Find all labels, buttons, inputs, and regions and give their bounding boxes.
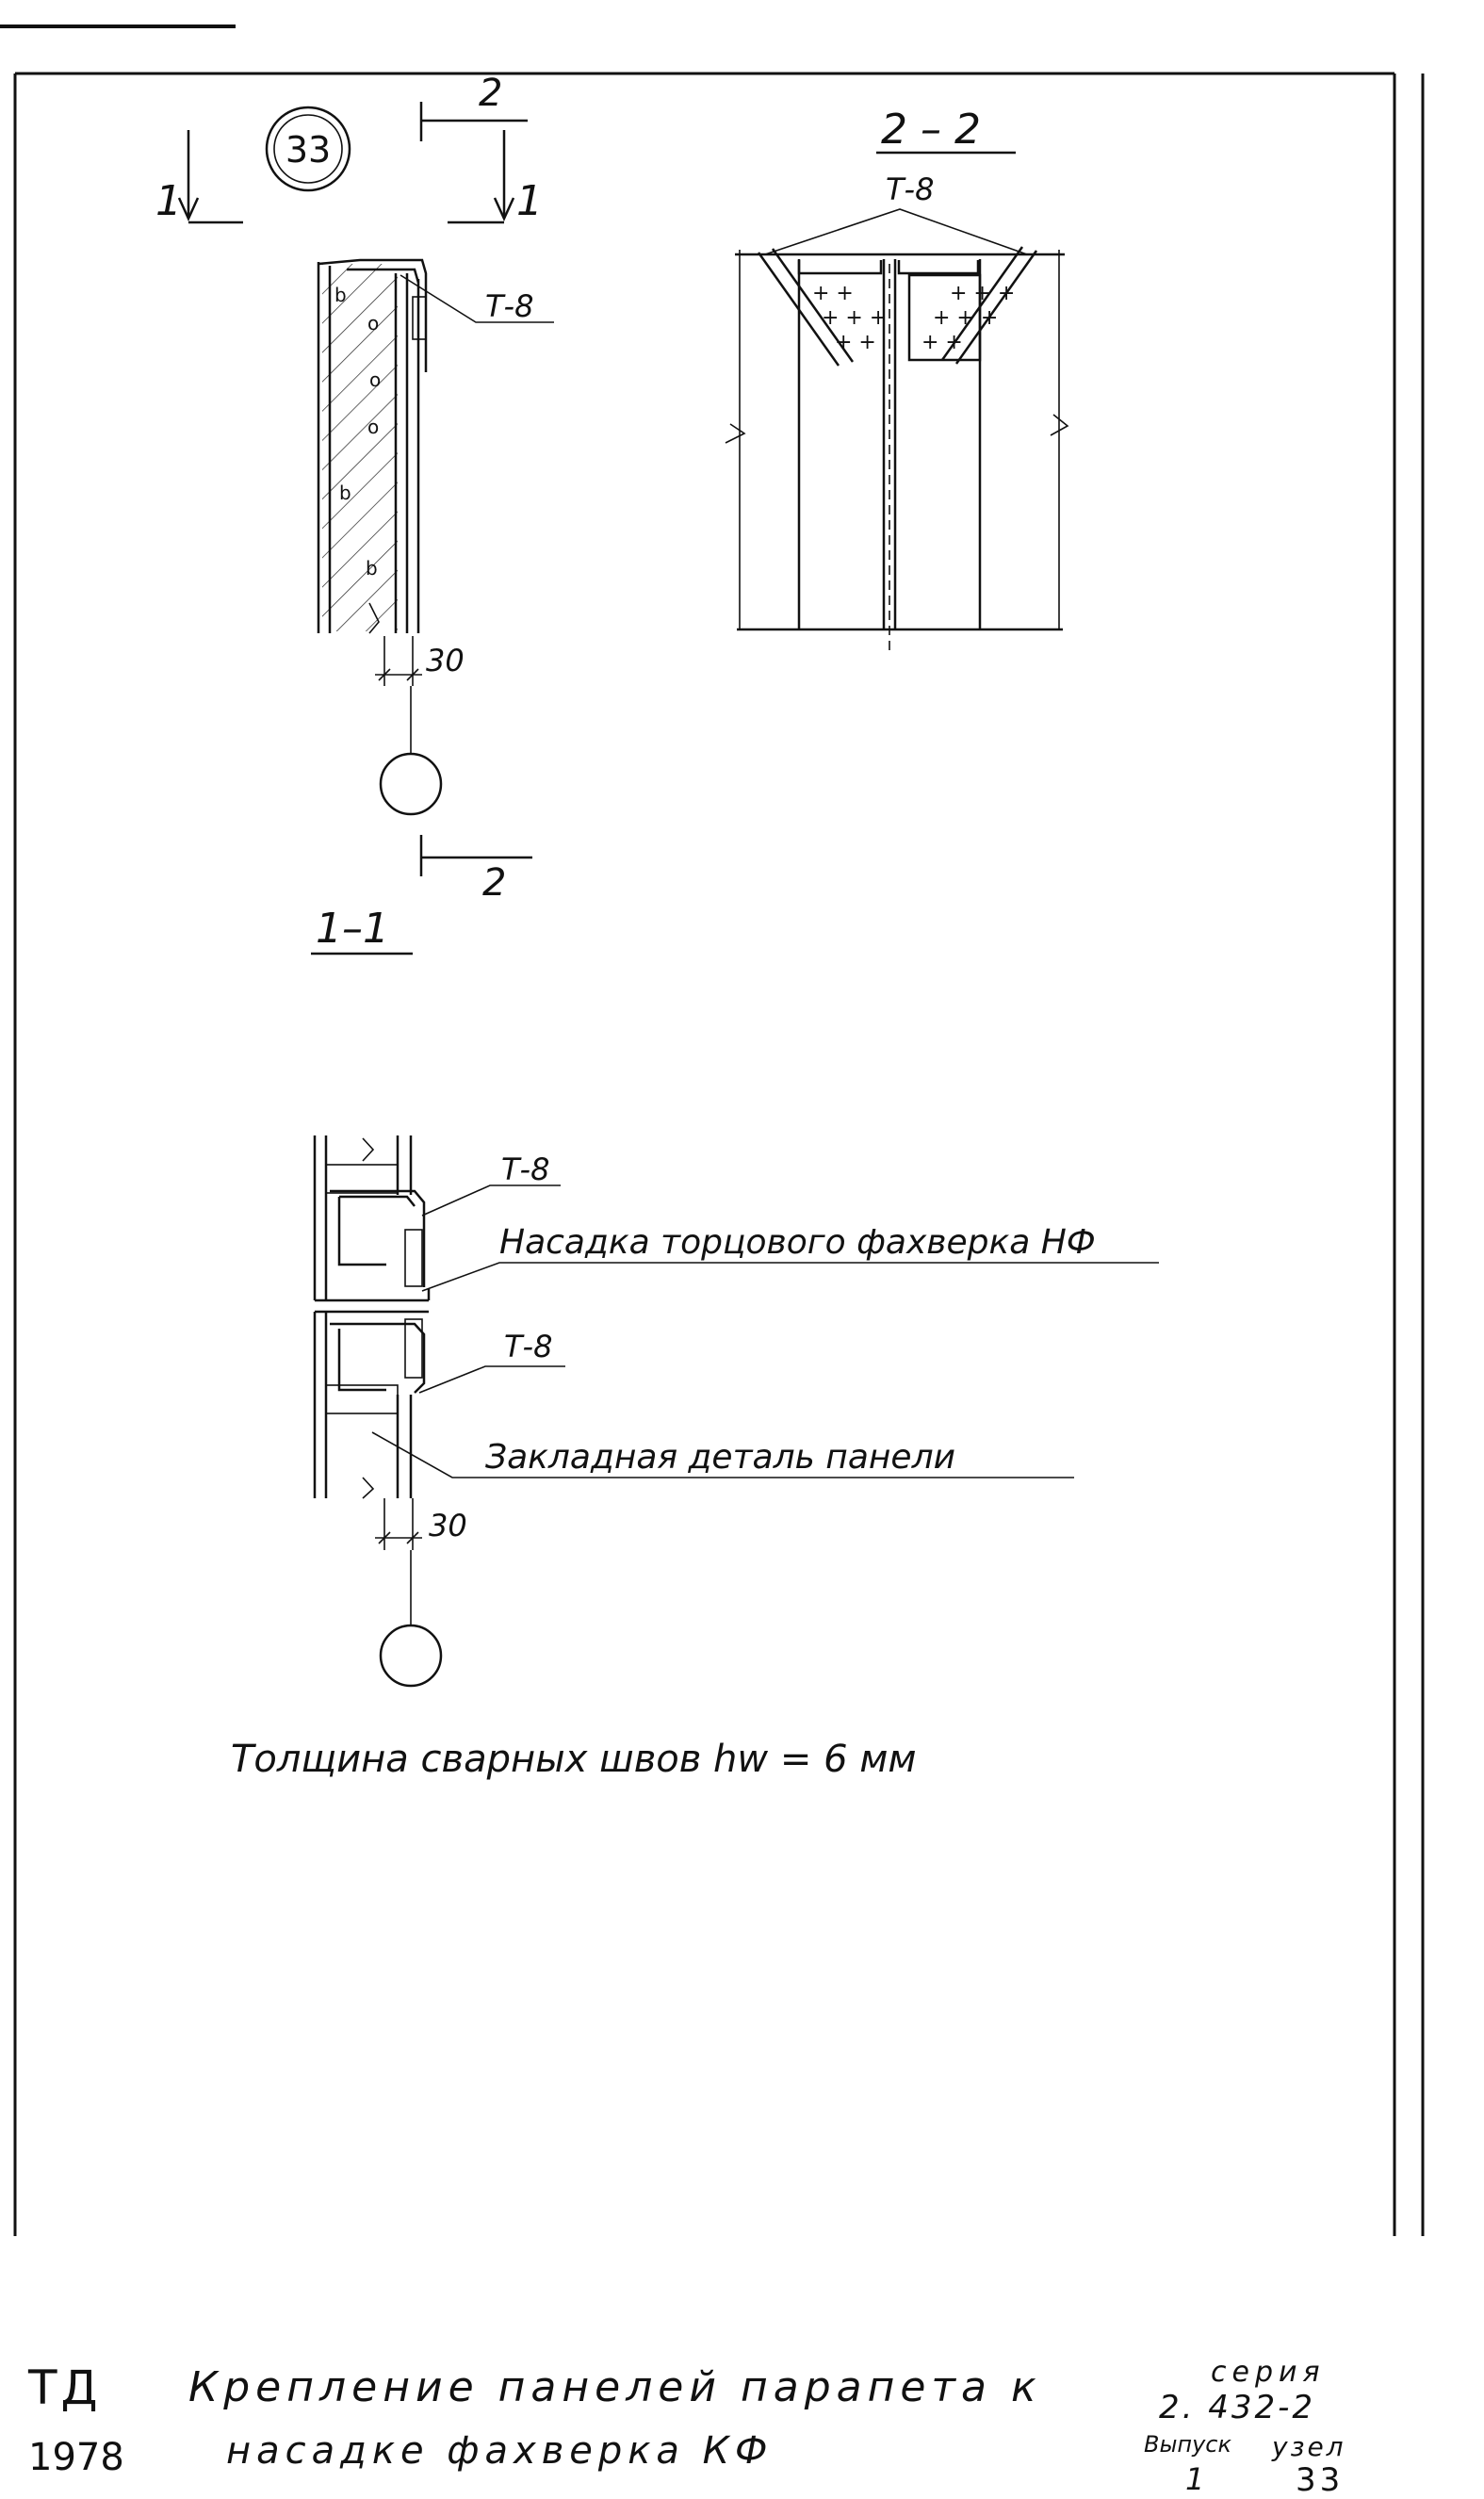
svg-text:b: b xyxy=(334,284,347,306)
lower-joint-section xyxy=(313,1135,431,1499)
section-marker-1-right: 1 xyxy=(448,130,543,225)
section-mark-2-top-label: 2 xyxy=(479,72,502,115)
drawing-title-line2: насадке фахверка КФ xyxy=(226,2429,774,2473)
svg-text:+ + +: + + + xyxy=(822,306,887,330)
section-2-2-title: 2 – 2 xyxy=(876,106,1016,155)
t8-label-2-2: Т-8 xyxy=(886,172,934,207)
section-marker-2-top: 2 xyxy=(419,72,528,141)
section-1-1-title: 1–1 xyxy=(311,905,413,956)
svg-text:b: b xyxy=(366,557,378,580)
node-marker: 33 xyxy=(265,106,351,192)
svg-text:+ +: + + xyxy=(921,331,963,354)
section-2-2-view: + + + + + + + + + + + + + + + Т-8 xyxy=(725,172,1069,650)
nasadka-label: Насадка торцового фахверка НФ xyxy=(499,1223,1096,1262)
series-label: серия xyxy=(1211,2356,1326,2389)
t8-label-lower-1: Т-8 xyxy=(501,1152,549,1187)
section-mark-2-bottom-label: 2 xyxy=(482,861,506,905)
lower-leaders: Т-8 Насадка торцового фахверка НФ Т-8 За… xyxy=(371,1152,1159,1478)
section-mark-1-left-label: 1 xyxy=(155,177,182,225)
section-1-1-label: 1–1 xyxy=(316,905,389,953)
section-marker-2-bottom: 2 xyxy=(419,835,532,905)
year: 1978 xyxy=(28,2436,124,2479)
issue-label: Выпуск xyxy=(1144,2431,1231,2458)
drawing-sheet: 33 1 1 2 2 b o o o b xyxy=(0,24,1425,2236)
series-value: 2. 432-2 xyxy=(1159,2389,1316,2426)
svg-text:+ +: + + xyxy=(812,282,854,305)
dimension-30-upper: 30 xyxy=(426,643,465,678)
weld-thickness-note: Толщина сварных швов hw = 6 мм xyxy=(231,1738,917,1781)
org-code: ТД xyxy=(28,2360,102,2415)
section-marker-1-left: 1 xyxy=(155,130,243,225)
svg-text:+ + +: + + + xyxy=(933,306,998,330)
svg-text:b: b xyxy=(339,482,351,504)
svg-text:o: o xyxy=(369,368,381,391)
zakladnaya-label: Закладная деталь панели xyxy=(485,1438,955,1477)
node-label: узел xyxy=(1272,2431,1346,2462)
node-marker-number: 33 xyxy=(285,129,331,171)
section-2-2-label: 2 – 2 xyxy=(881,106,981,154)
weld-marks-2-2: + + + + + + + + + + + + + + + xyxy=(812,282,1015,354)
svg-text:o: o xyxy=(367,416,379,438)
dimension-30-lower: 30 xyxy=(429,1508,467,1544)
upper-panel-section: b o o o b b xyxy=(317,258,428,634)
svg-text:+ +: + + xyxy=(835,331,876,354)
t8-label-upper: Т-8 xyxy=(485,288,533,324)
section-mark-1-right-label: 1 xyxy=(516,177,543,225)
sheet-frame xyxy=(0,24,1425,2236)
dimension-lower: 30 xyxy=(375,1498,467,1688)
dimension-upper: 30 xyxy=(375,636,465,816)
t8-leader-upper: Т-8 xyxy=(400,274,554,324)
drawing-title-line1: Крепление панелей парапета к xyxy=(188,2363,1042,2411)
t8-label-lower-2: Т-8 xyxy=(504,1329,552,1364)
svg-text:+ + +: + + + xyxy=(950,282,1015,305)
node-value: 33 xyxy=(1296,2461,1345,2499)
issue-value: 1 xyxy=(1185,2461,1205,2497)
svg-text:o: o xyxy=(367,312,379,335)
